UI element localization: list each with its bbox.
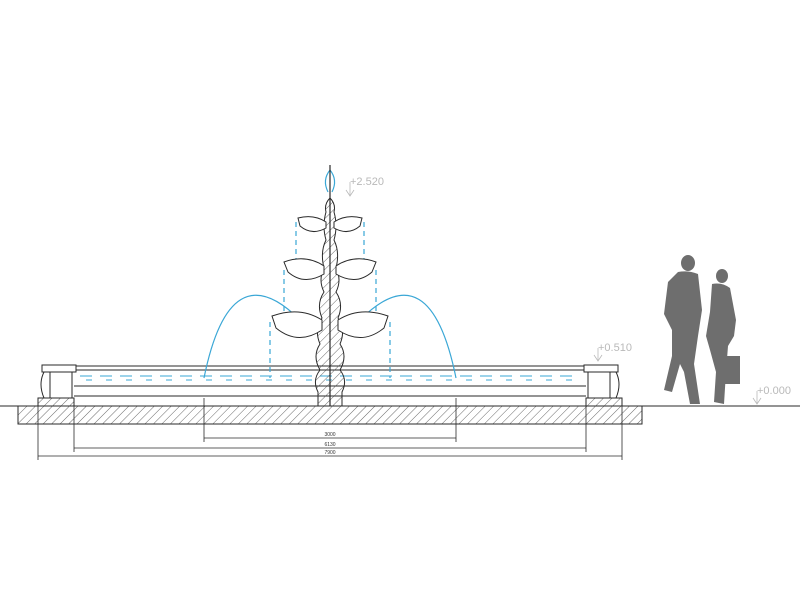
basin-wall-right <box>583 364 623 407</box>
dimension-label-jets: 3000 <box>324 432 335 438</box>
level-label-top: +2.520 <box>350 176 384 188</box>
level-marker-top: +2.520 <box>345 176 384 197</box>
water-jets <box>203 169 457 379</box>
level-marker-rim: +0.510 <box>593 342 632 362</box>
level-label-rim: +0.510 <box>598 342 632 354</box>
basin-wall-left <box>37 364 77 407</box>
fountain-tier-top <box>297 216 363 232</box>
fountain-tier-middle <box>283 258 377 280</box>
dimension-label-basin-inner: 6130 <box>324 442 335 448</box>
level-label-ground: +0.000 <box>757 385 791 397</box>
foundation-slab <box>17 405 643 425</box>
level-marker-ground: +0.000 <box>752 385 791 405</box>
central-column <box>314 165 346 407</box>
dimension-label-basin-outer: 7900 <box>324 450 335 456</box>
people-silhouette <box>664 255 740 404</box>
dimension-lines <box>37 398 623 460</box>
fountain-tier-bottom <box>271 311 389 338</box>
